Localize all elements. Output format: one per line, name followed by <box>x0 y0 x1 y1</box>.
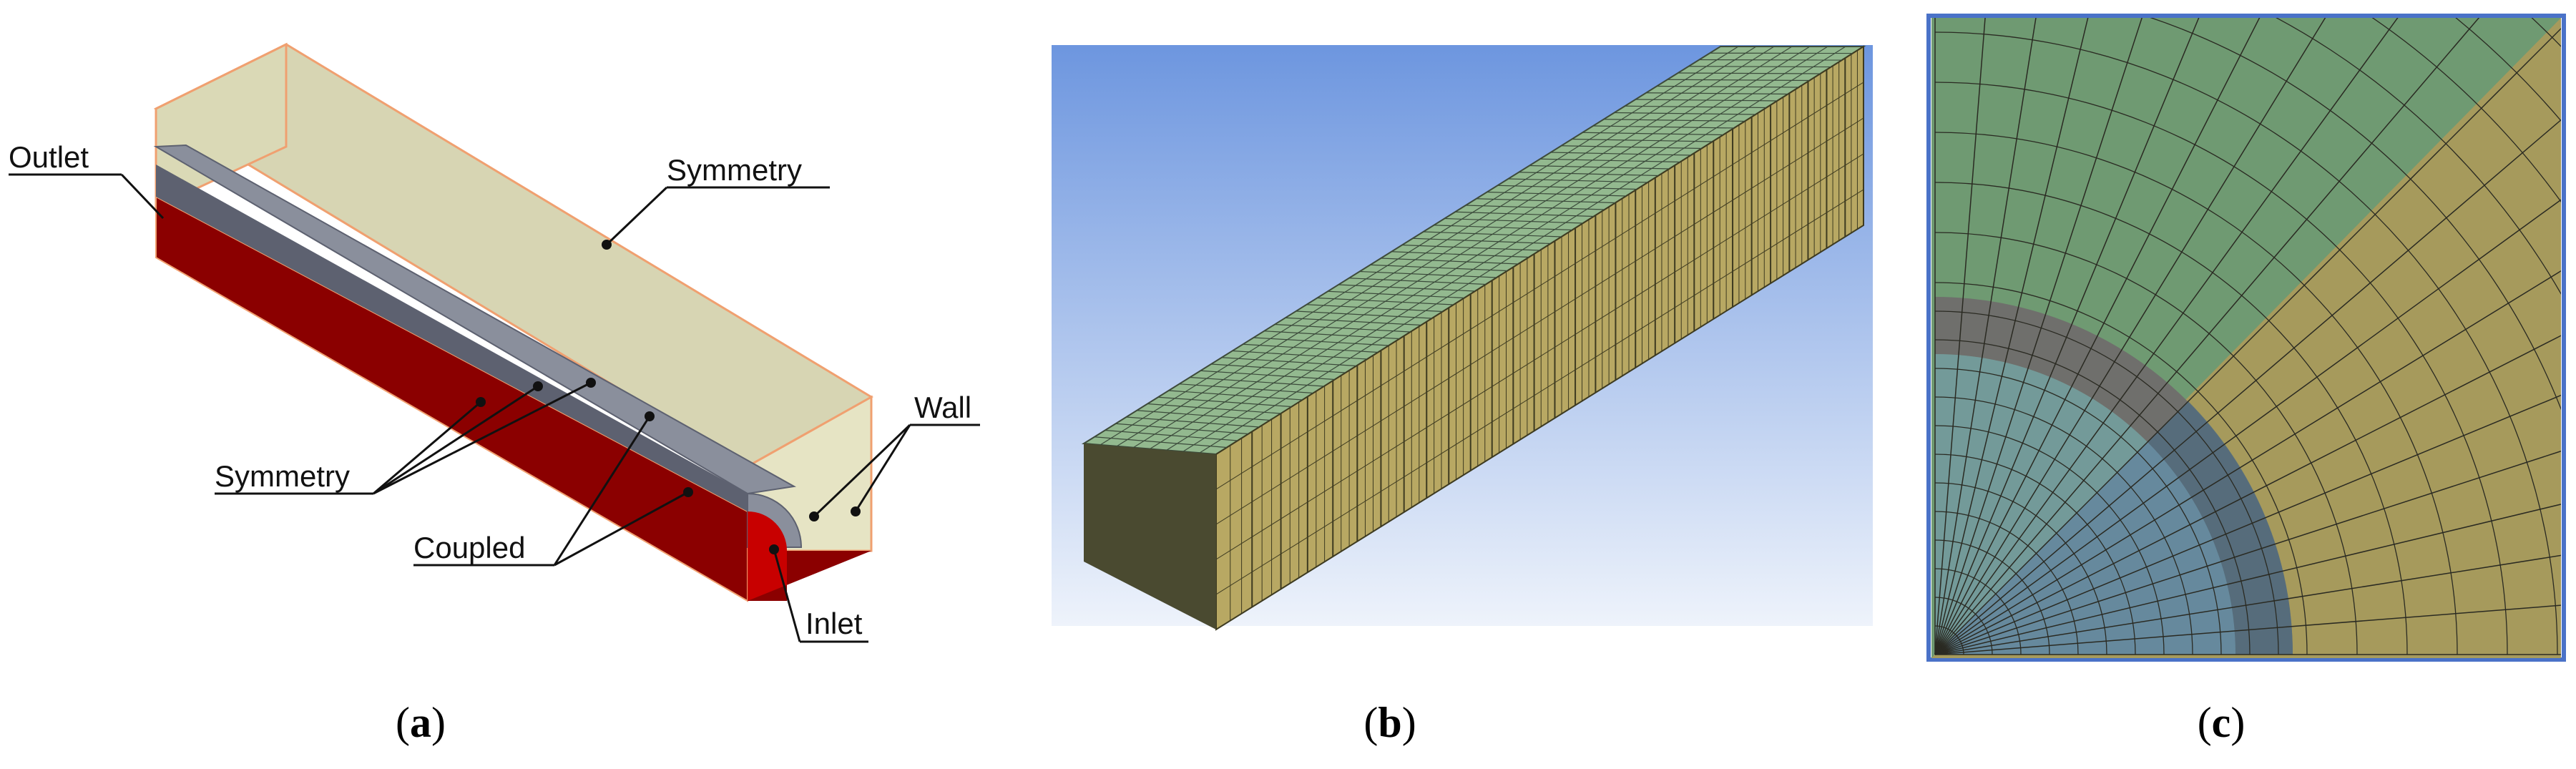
zoom-mesh-grid <box>1934 18 2561 655</box>
front-lower-face <box>748 551 871 601</box>
mesh-line <box>1934 282 2308 655</box>
leader-inlet-diag <box>773 549 801 642</box>
mesh-end-face <box>1084 444 1216 630</box>
label-inlet: Inlet <box>805 607 863 640</box>
pipe-wall-inner <box>156 165 748 511</box>
zoom-frame <box>1926 14 2566 662</box>
leader-symmetry-side-2 <box>373 385 539 495</box>
mesh-line <box>1934 132 2458 655</box>
panel-c <box>1926 14 2566 662</box>
mesh-line <box>1934 119 2561 655</box>
leader-symmetry-side-1 <box>373 401 481 495</box>
dot-inlet <box>769 544 779 554</box>
dot-wall-1 <box>809 511 819 521</box>
mesh-line <box>1934 597 1993 655</box>
dot-coupled-2 <box>683 487 693 497</box>
mesh-line <box>1934 310 2279 655</box>
label-wall: Wall <box>914 391 971 424</box>
mesh-line <box>1934 604 2561 655</box>
leader-wall-1 <box>813 423 911 518</box>
mesh-line <box>1934 199 2561 655</box>
mesh-line <box>1934 18 2326 655</box>
mesh-line <box>1934 368 2222 655</box>
mesh-line <box>1934 270 2561 655</box>
mesh-line <box>1934 31 2558 655</box>
leader-coupled-2 <box>554 491 689 567</box>
mesh-line <box>1934 82 2508 655</box>
mesh-line <box>2531 18 2561 47</box>
mesh-line <box>2275 18 2561 295</box>
mesh-line <box>2371 18 2561 203</box>
mesh-line <box>1934 396 2193 655</box>
mesh-line <box>1100 46 1739 446</box>
inlet-face <box>748 511 787 601</box>
mesh-line <box>1934 511 2079 655</box>
mesh-line <box>1934 504 2561 655</box>
mesh-line <box>1182 46 1828 452</box>
dot-coupled-1 <box>645 411 655 421</box>
mesh-line <box>1934 18 2480 655</box>
mesh-line <box>1934 568 2022 655</box>
mesh-line <box>1934 482 2107 655</box>
mesh-line <box>1934 539 2050 655</box>
mesh-line <box>1133 46 1775 449</box>
leader-coupled-1 <box>553 416 651 566</box>
mesh-line <box>2150 18 2561 411</box>
leader-outlet-arrow <box>120 173 165 220</box>
dot-symmetry-side-2 <box>533 381 543 391</box>
mesh-line <box>1216 82 1864 490</box>
dot-symmetry-side-1 <box>476 397 486 407</box>
caption-c: (c) <box>2198 699 2246 746</box>
mesh-line <box>1934 425 2165 655</box>
leader-wall-2 <box>854 424 911 512</box>
leader-symmetry-top-diag <box>605 186 668 246</box>
mesh-line <box>1934 182 2408 655</box>
mesh-line <box>1216 117 1864 525</box>
mesh-side-grid <box>1216 46 1864 630</box>
label-symmetry-top: Symmetry <box>667 153 802 187</box>
dot-wall-2 <box>851 506 861 516</box>
mesh-line <box>1934 554 2561 655</box>
dot-symmetry-top <box>602 240 612 250</box>
mesh-line <box>1934 18 2261 655</box>
mesh-line <box>1934 27 2561 655</box>
caption-b: (b) <box>1363 699 1416 746</box>
pipe-wall-strip <box>153 144 797 495</box>
label-outlet: Outlet <box>9 140 89 174</box>
mesh-line <box>1934 232 2358 655</box>
mesh-top-grid <box>1084 46 1864 454</box>
mesh-line <box>1150 46 1793 450</box>
panel-b <box>1052 45 1873 631</box>
mesh-line <box>2455 18 2561 122</box>
mesh-line <box>1934 18 2200 655</box>
mesh-line <box>1934 625 1964 655</box>
mesh-line <box>1934 339 2251 655</box>
label-coupled: Coupled <box>413 531 525 564</box>
mesh-line <box>1934 450 2561 655</box>
mesh-line <box>1934 18 2399 655</box>
fluid-lower-wedge <box>1935 442 2235 655</box>
mesh-line <box>1216 153 1864 560</box>
mesh-line <box>1934 18 1986 655</box>
mesh-line <box>1934 394 2561 655</box>
mesh-line <box>1934 454 2136 655</box>
mesh-line <box>1199 46 1846 454</box>
dot-symmetry-side-3 <box>586 378 596 388</box>
mesh-line <box>1934 18 2089 655</box>
mesh-line <box>1934 335 2561 655</box>
label-symmetry-side: Symmetry <box>215 459 350 493</box>
fluid-upper-wedge <box>1935 354 2148 655</box>
captions: (a) (b) (c) <box>396 699 2245 746</box>
mesh-line <box>1216 189 1864 595</box>
caption-a: (a) <box>396 699 446 746</box>
panel-a: Outlet Symmetry Symmetry Coupled Wall In <box>9 42 980 643</box>
mesh-line <box>1166 46 1811 451</box>
mesh-line <box>1934 18 2037 655</box>
mesh-line <box>1934 18 2142 655</box>
mesh-line <box>1116 46 1757 447</box>
leader-symmetry-side-3 <box>373 381 592 495</box>
